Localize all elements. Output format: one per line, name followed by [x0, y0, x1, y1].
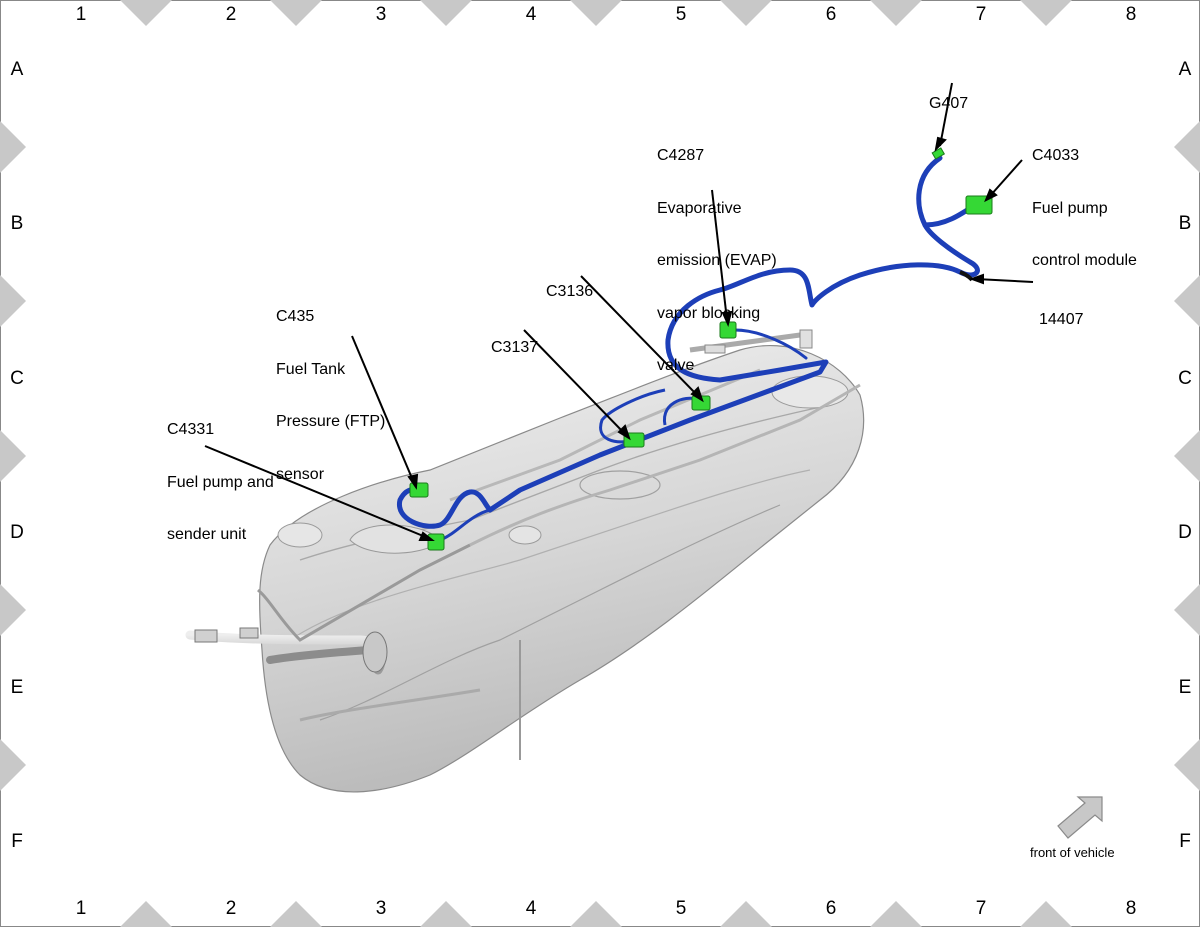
grid-row-label: A: [10, 59, 24, 80]
grid-marker: [1174, 584, 1200, 636]
grid-column-label: 3: [375, 4, 387, 25]
grid-marker: [720, 901, 772, 927]
callout-line: Evaporative: [657, 199, 742, 217]
grid-marker: [1020, 0, 1072, 26]
callout-line: sender unit: [167, 526, 247, 543]
grid-marker: [0, 121, 26, 173]
arrow-up-right-icon: [1057, 796, 1103, 839]
grid-column-label: 6: [825, 898, 837, 919]
grid-column-label: 7: [975, 4, 987, 25]
grid-marker: [0, 275, 26, 327]
callout-line: C3137: [491, 339, 539, 356]
fuel-tank-illustration: [185, 329, 865, 793]
callout-line: Pressure (FTP): [276, 413, 386, 430]
callout-line: C4331: [167, 421, 215, 438]
grid-column-label: 2: [225, 4, 237, 25]
grid-row-label: F: [11, 831, 23, 852]
callout-line: C4287: [657, 147, 705, 164]
connectors: [409, 147, 993, 551]
callout-14407: 14407: [1039, 276, 1084, 364]
grid-row-label: B: [1178, 213, 1192, 234]
callout-line: vapor blocking: [657, 304, 761, 322]
callout-line: C4033: [1032, 147, 1080, 164]
grid-column-label: 1: [75, 898, 87, 919]
grid-marker: [0, 584, 26, 636]
grid-column-label: 5: [675, 898, 687, 919]
grid-marker: [420, 0, 472, 26]
grid-marker: [570, 0, 622, 26]
grid-marker: [1174, 275, 1200, 327]
callout-c4287: C4287 Evaporative emission (EVAP) vapor …: [657, 112, 777, 410]
grid-row-label: B: [10, 213, 24, 234]
grid-column-label: 6: [825, 4, 837, 25]
grid-marker: [1174, 121, 1200, 173]
callout-line: C435: [276, 308, 315, 325]
callout-c4331: C4331 Fuel pump and sender unit: [167, 386, 274, 579]
leader-lines: [204, 82, 1034, 541]
connector-c435: [409, 482, 429, 498]
callout-c3137: C3137: [491, 304, 538, 392]
grid-marker: [270, 0, 322, 26]
grid-column-label: 4: [525, 4, 537, 25]
callout-line: emission (EVAP): [657, 252, 777, 269]
callout-line: C3136: [546, 283, 594, 300]
callout-line: control module: [1032, 252, 1137, 269]
grid-marker: [0, 739, 26, 791]
callout-line: valve: [657, 357, 695, 374]
grid-marker: [120, 0, 172, 26]
callout-line: Fuel pump: [1032, 199, 1108, 217]
grid-column-label: 5: [675, 4, 687, 25]
grid-row-label: E: [1178, 677, 1192, 698]
grid-row-label: D: [10, 522, 24, 543]
grid-marker: [0, 430, 26, 482]
grid-row-label: A: [1178, 59, 1192, 80]
callout-line: 14407: [1039, 311, 1084, 328]
grid-marker: [1174, 739, 1200, 791]
connector-g407: [931, 147, 946, 160]
connector-c4331: [427, 533, 445, 551]
grid-row-label: C: [1178, 368, 1192, 389]
grid-marker: [870, 901, 922, 927]
grid-column-label: 2: [225, 898, 237, 919]
grid-row-label: F: [1179, 831, 1191, 852]
grid-column-label: 8: [1125, 898, 1137, 919]
callout-line: sensor: [276, 465, 325, 483]
callout-c3136: C3136: [546, 248, 593, 336]
grid-marker: [1174, 430, 1200, 482]
callout-line: Fuel Tank: [276, 360, 346, 378]
callout-line: Fuel pump and: [167, 473, 274, 491]
grid-marker: [270, 901, 322, 927]
callout-c435: C435 Fuel Tank Pressure (FTP) sensor: [276, 273, 385, 518]
callout-line: G407: [929, 95, 969, 112]
grid-column-label: 3: [375, 898, 387, 919]
callout-g407: G407: [929, 60, 968, 148]
front-of-vehicle-label: front of vehicle: [1030, 845, 1115, 860]
grid-column-label: 8: [1125, 4, 1137, 25]
grid-marker: [420, 901, 472, 927]
grid-row-label: C: [10, 368, 24, 389]
grid-row-label: E: [10, 677, 24, 698]
grid-column-label: 1: [75, 4, 87, 25]
grid-row-label: D: [1178, 522, 1192, 543]
grid-marker: [1020, 901, 1072, 927]
grid-column-label: 4: [525, 898, 537, 919]
grid-column-label: 7: [975, 898, 987, 919]
grid-marker: [570, 901, 622, 927]
callout-c4033: C4033 Fuel pump control module: [1032, 112, 1137, 305]
grid-marker: [720, 0, 772, 26]
grid-marker: [120, 901, 172, 927]
grid-marker: [870, 0, 922, 26]
